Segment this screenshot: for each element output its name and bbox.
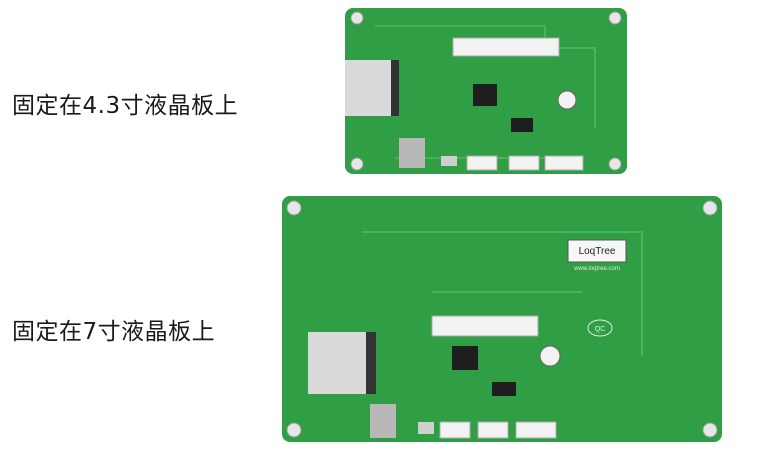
header-connector: [431, 315, 539, 337]
jst-connector: [508, 155, 540, 171]
sd-card-slot: [370, 404, 396, 438]
fpc-connector: [366, 332, 376, 394]
mount-hole: [350, 157, 364, 171]
small-board-photo: [345, 8, 627, 174]
mount-hole: [286, 200, 302, 216]
mcu-chip: [452, 346, 478, 370]
jst-connector: [477, 421, 509, 439]
sd-card-slot: [399, 138, 425, 168]
fpc-connector: [391, 60, 399, 116]
caption-large-board: 固定在7寸液晶板上: [12, 319, 216, 345]
capacitor: [539, 345, 561, 367]
mount-hole: [286, 422, 302, 438]
jst-connector: [466, 155, 498, 171]
mcu-chip: [473, 84, 497, 106]
fpc-cable: [345, 60, 391, 116]
large-board-photo: LoqTree www.loqtree.com QC: [282, 196, 722, 442]
ic-chip: [511, 118, 533, 132]
capacitor: [557, 90, 577, 110]
jst-connector: [544, 155, 584, 171]
brand-text: LoqTree: [579, 246, 616, 257]
jst-connector: [439, 421, 471, 439]
caption-small-board: 固定在4.3寸液晶板上: [12, 93, 239, 119]
qc-mark: [587, 319, 613, 337]
mount-hole: [608, 157, 622, 171]
mount-hole: [350, 11, 364, 25]
header-connector: [452, 37, 560, 57]
jst-connector: [515, 421, 557, 439]
ic-chip: [492, 382, 516, 396]
mount-hole: [702, 200, 718, 216]
qc-text: QC: [595, 326, 606, 333]
brand-logo: [567, 239, 627, 263]
mount-hole: [608, 11, 622, 25]
mount-hole: [702, 422, 718, 438]
usb-c-port: [441, 156, 457, 166]
usb-c-port: [418, 422, 434, 434]
fpc-cable: [308, 332, 366, 394]
brand-url: www.loqtree.com: [573, 266, 620, 272]
